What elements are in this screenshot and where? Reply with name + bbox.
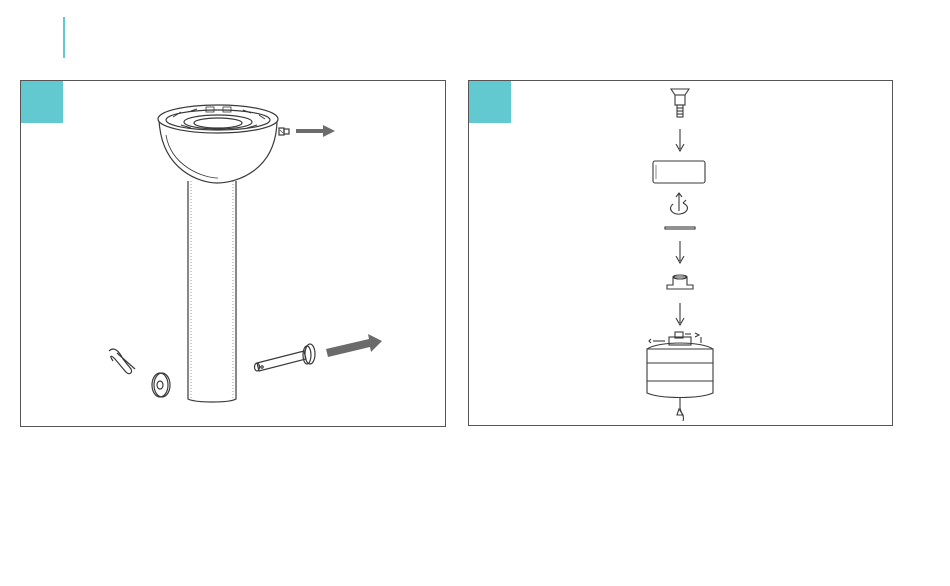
motor-assembly-exploded-illustration [469,81,894,427]
remove-bolt-arrow [296,125,335,137]
header-accent-bar [63,17,65,58]
motor-housing [647,332,713,398]
down-arrow-1 [676,129,684,151]
small-bolt [279,128,289,135]
washer [152,373,170,397]
power-cable [680,397,683,421]
pole-disassembly-illustration [21,81,447,428]
flat-washer [665,227,695,229]
instruction-panel-step-2 [468,80,893,426]
down-arrow-2 [676,241,684,263]
top-bolt [671,89,689,117]
spacer-block [653,161,705,183]
rotate-icon [671,193,688,214]
instruction-panel-step-1 [20,80,446,427]
hat-nut [667,275,693,289]
down-arrow-3 [676,303,684,325]
remove-pin-arrow [326,334,382,357]
pole-tube [188,181,236,402]
clevis-pin [255,344,316,371]
hairpin-clip [109,349,135,374]
